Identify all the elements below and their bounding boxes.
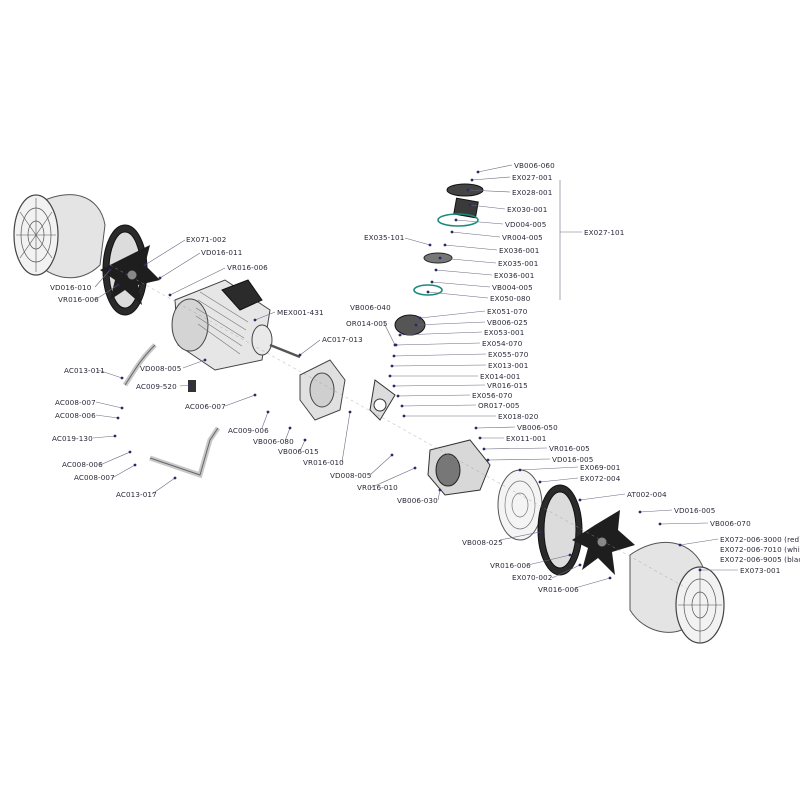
- part-label: VR016-006: [538, 585, 579, 594]
- part-label: AC013-017: [116, 490, 157, 499]
- part-label: EX035-101: [364, 233, 404, 242]
- part-label: AC009-520: [136, 382, 177, 391]
- part-label: EX051-070: [487, 307, 528, 316]
- part-label: VB006-070: [710, 519, 751, 528]
- part-label: EX027-101: [584, 228, 624, 237]
- part-label: AC008-006: [62, 460, 103, 469]
- part-label: EX028-001: [512, 188, 552, 197]
- part-label: VD016-005: [552, 455, 593, 464]
- motor-body: [171, 279, 301, 371]
- part-label: VB006-060: [514, 161, 555, 170]
- part-label: VD016-010: [50, 283, 92, 292]
- part-label: VB008-025: [462, 538, 503, 547]
- part-label: AC008-006: [55, 411, 96, 420]
- part-label: VD016-011: [201, 248, 242, 257]
- hoses: [122, 343, 221, 479]
- part-label: VR016-010: [357, 483, 398, 492]
- part-label: EX035-001: [498, 259, 538, 268]
- part-label: AC013-011: [64, 366, 105, 375]
- left-fan-impeller: [100, 245, 160, 305]
- right-fan-cover: [629, 541, 725, 644]
- part-label: AC009-006: [228, 426, 269, 435]
- part-label: EX055-070: [488, 350, 529, 359]
- part-label: VD008-005: [330, 471, 371, 480]
- part-label: EX072-006-7010 (white): [720, 545, 800, 554]
- part-label: VD008-005: [140, 364, 181, 373]
- right-fan-shroud: [537, 484, 583, 576]
- part-label: AC019-130: [52, 434, 93, 443]
- part-label: VD004-005: [505, 220, 546, 229]
- front-bracket: [299, 359, 346, 421]
- part-labels: VB006-060 EX027-001 EX028-001 EX030-001 …: [50, 161, 800, 594]
- part-label: EX073-001: [740, 566, 780, 575]
- part-label: EX036-001: [494, 271, 534, 280]
- part-label: AC006-007: [185, 402, 226, 411]
- part-label: VB006-080: [253, 437, 294, 446]
- part-label: VB006-030: [397, 496, 438, 505]
- crankcase: [427, 439, 491, 496]
- part-label: OR017-005: [478, 401, 520, 410]
- part-label: EX069-001: [580, 463, 620, 472]
- part-label: VR016-006: [58, 295, 99, 304]
- leader-dots: [108, 170, 702, 580]
- part-label: EX050-080: [490, 294, 531, 303]
- part-label: VR016-010: [303, 458, 344, 467]
- part-label: EX054-070: [482, 339, 523, 348]
- part-label: EX018-020: [498, 412, 539, 421]
- part-label: VB006-025: [487, 318, 528, 327]
- part-label: VB006-050: [517, 423, 558, 432]
- part-label: EX036-001: [499, 246, 539, 255]
- part-label: EX072-004: [580, 474, 621, 483]
- part-label: VB006-015: [278, 447, 319, 456]
- part-label: EX014-001: [480, 372, 520, 381]
- part-label: EX072-006-3000 (red): [720, 535, 800, 544]
- leader-lines: [92, 164, 738, 589]
- part-label: EX053-001: [484, 328, 524, 337]
- part-label: AC008-007: [55, 398, 96, 407]
- part-label: VR016-015: [487, 381, 528, 390]
- part-label: OR014-005: [346, 319, 388, 328]
- part-label: EX030-001: [507, 205, 547, 214]
- part-label: AT002-004: [627, 490, 667, 499]
- right-fan-grille: [497, 469, 543, 541]
- part-label: VB004-005: [492, 283, 533, 292]
- part-label: EX072-006-9005 (black): [720, 555, 800, 564]
- part-label: EX056-070: [472, 391, 513, 400]
- assembly-axis: [109, 264, 691, 591]
- left-fan-cover: [13, 194, 106, 279]
- connecting-rod: [369, 379, 396, 421]
- part-label: VR016-006: [227, 263, 268, 272]
- part-label: VD016-005: [674, 506, 715, 515]
- part-label: VB006-040: [350, 303, 391, 312]
- part-label: VR016-005: [549, 444, 590, 453]
- part-label: EX071-002: [186, 235, 226, 244]
- part-label: AC017-013: [322, 335, 363, 344]
- part-label: VR004-005: [502, 233, 543, 242]
- part-label: EX027-001: [512, 173, 552, 182]
- part-label: EX070-002: [512, 573, 552, 582]
- part-label: EX013-001: [488, 361, 528, 370]
- part-label: VR016-006: [490, 561, 531, 570]
- part-label: AC008-007: [74, 473, 115, 482]
- right-fan-impeller: [572, 510, 635, 575]
- cylinder-stack: [394, 183, 484, 336]
- part-label: EX011-001: [506, 434, 546, 443]
- part-label: MEX001-431: [277, 308, 324, 317]
